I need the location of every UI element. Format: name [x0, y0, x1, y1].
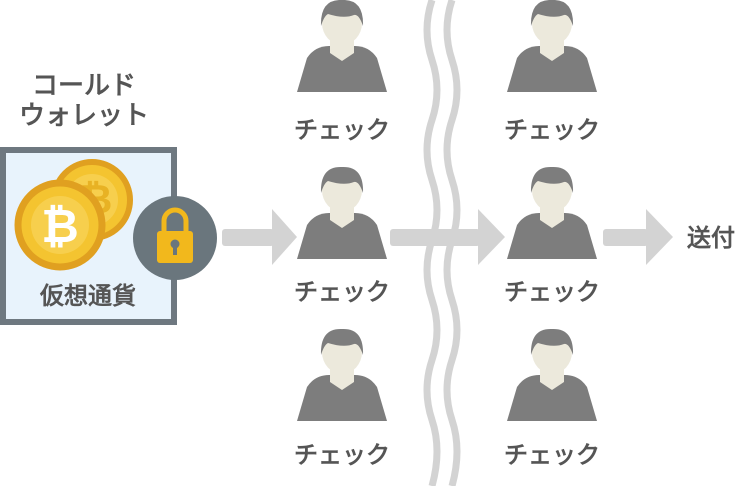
wallet-title-line1: コールド: [32, 71, 136, 101]
checker-label: チェック: [504, 278, 600, 306]
checker-b-3: チェック: [504, 328, 600, 469]
person-icon: [297, 0, 387, 92]
checker-label: チェック: [294, 278, 390, 306]
checker-a-2: チェック: [294, 166, 390, 306]
checker-a-1: チェック: [294, 0, 390, 144]
arrow-wallet-to-checkers: [222, 209, 297, 265]
checker-label: チェック: [294, 441, 390, 469]
checker-label: チェック: [504, 116, 600, 144]
person-icon: [507, 0, 597, 92]
person-icon: [507, 166, 597, 259]
checker-b-2: チェック: [504, 166, 600, 306]
person-icon: [297, 166, 387, 259]
bitcoin-symbol: ₿: [41, 199, 79, 253]
person-icon: [297, 328, 387, 421]
wavy-separator: [423, 0, 461, 486]
padlock-icon: [133, 196, 217, 280]
arrow-to-send: [603, 209, 673, 265]
wallet-title-line2: ウォレット: [19, 101, 149, 131]
checker-a-3: チェック: [294, 328, 390, 469]
person-icon: [507, 328, 597, 421]
checker-b-1: チェック: [504, 0, 600, 144]
checker-label: チェック: [294, 116, 390, 144]
wallet-box-label: 仮想通貨: [39, 282, 136, 310]
send-label: 送付: [687, 224, 735, 252]
checker-label: チェック: [504, 441, 600, 469]
bitcoin-coin-icon: ₿ ₿: [14, 159, 133, 271]
